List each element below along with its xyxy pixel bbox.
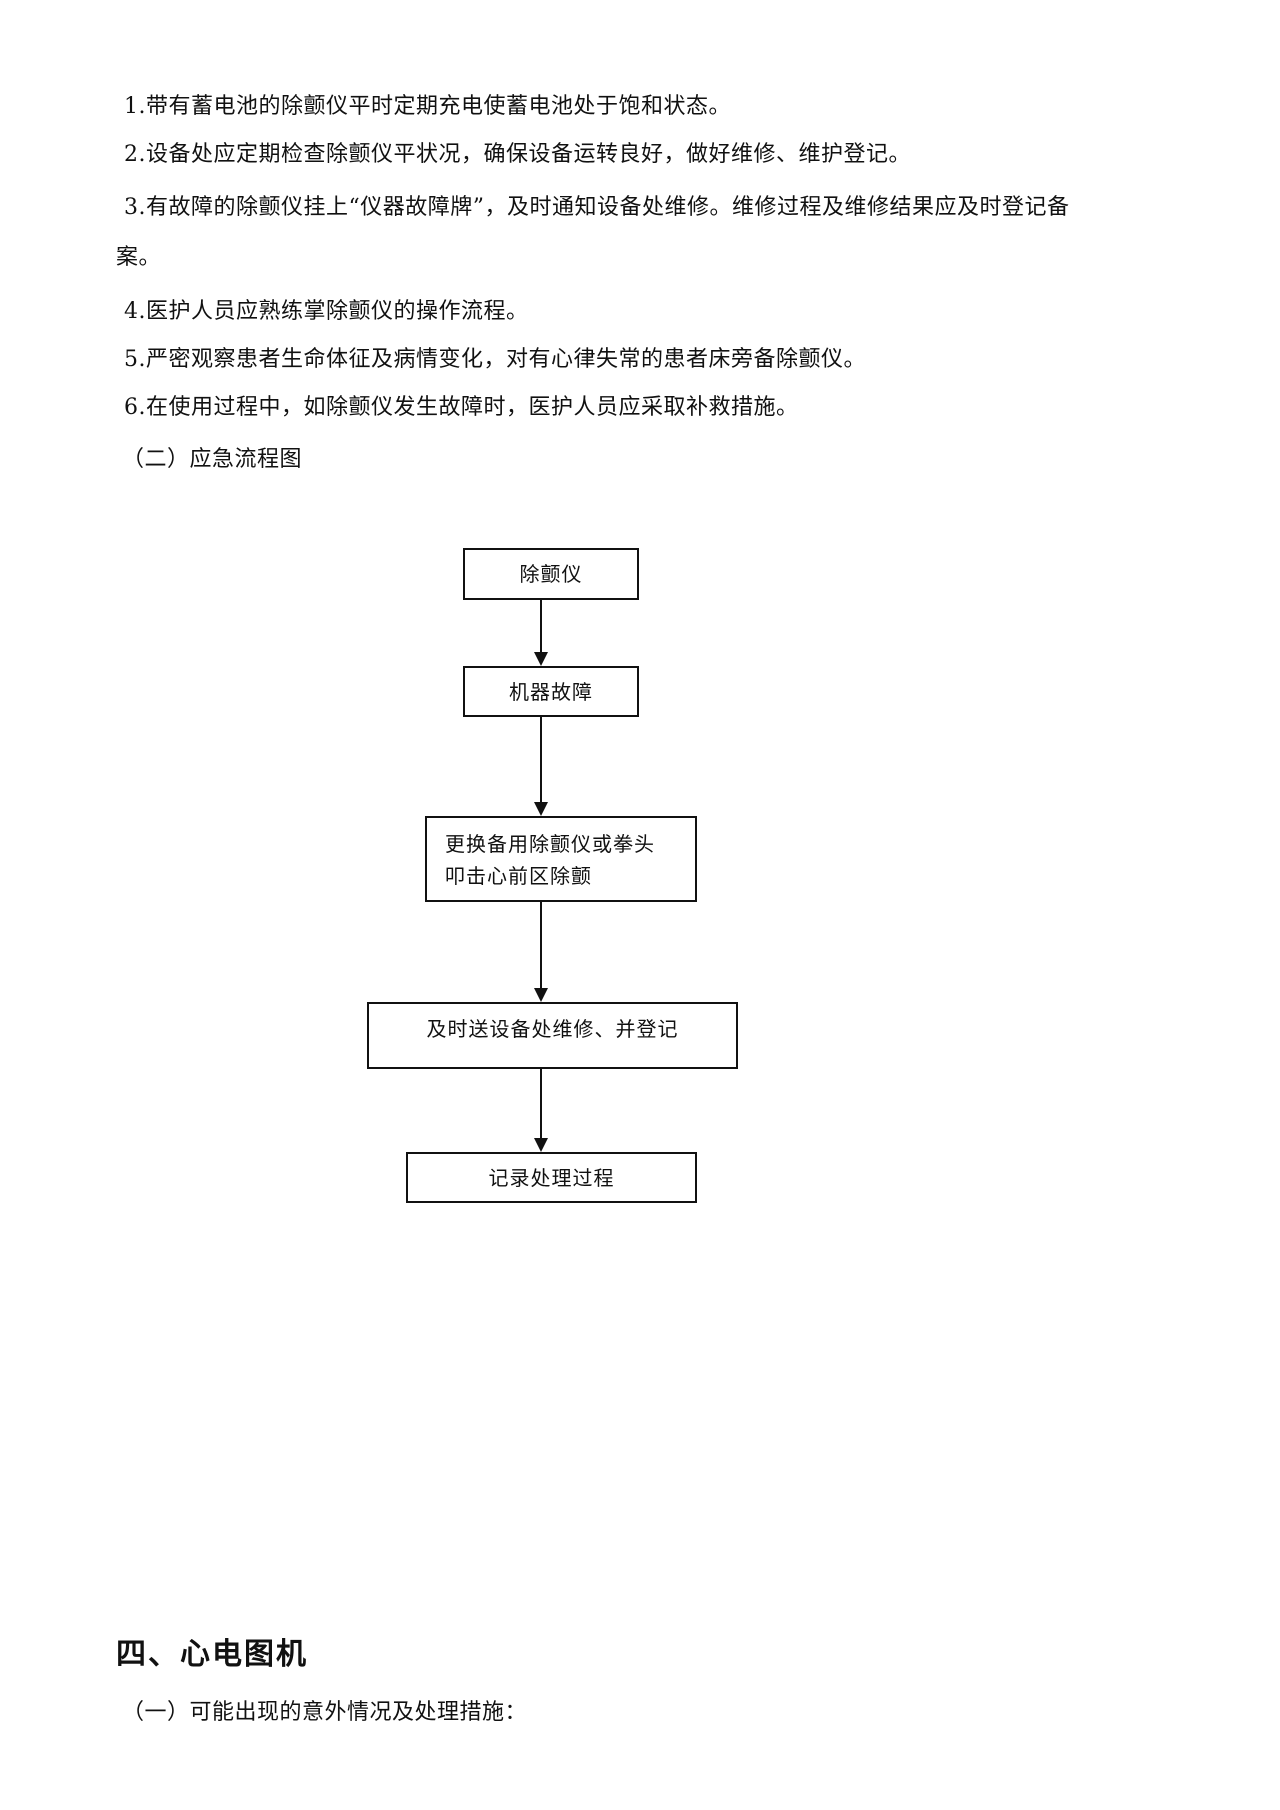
arrow-down-icon	[534, 988, 548, 1002]
flowchart-step-label: 除颤仪	[519, 562, 583, 586]
flowchart-connector	[540, 717, 542, 803]
flowchart-connector	[540, 600, 542, 654]
flowchart-step-send-for-repair: 及时送设备处维修、并登记	[367, 1002, 738, 1069]
flowchart-step-defibrillator: 除颤仪	[463, 548, 639, 600]
subsection-title-flowchart: （二）应急流程图	[122, 447, 303, 472]
section-heading: 四、心电图机	[116, 1637, 308, 1672]
flowchart-step-label: 及时送设备处维修、并登记	[426, 1017, 679, 1041]
flowchart-step-label: 记录处理过程	[488, 1165, 615, 1190]
flowchart-connector	[540, 1069, 542, 1139]
paragraph-item-3-continuation: 案。	[116, 245, 162, 270]
paragraph-item-1: 1.带有蓄电池的除颤仪平时定期充电使蓄电池处于饱和状态。	[124, 94, 731, 119]
flowchart-connector	[540, 902, 542, 990]
flowchart-step-machine-fault: 机器故障	[463, 666, 639, 717]
paragraph-item-2: 2.设备处应定期检查除颤仪平状况，确保设备运转良好，做好维修、维护登记。	[124, 142, 911, 167]
paragraph-item-5: 5.严密观察患者生命体征及病情变化，对有心律失常的患者床旁备除颤仪。	[124, 347, 866, 372]
flowchart-step-label-line-2: 叩击心前区除颤	[445, 864, 592, 888]
flowchart-step-record-process: 记录处理过程	[406, 1152, 697, 1203]
flowchart-step-label-line-1: 更换备用除颤仪或拳头	[445, 832, 655, 856]
arrow-down-icon	[534, 652, 548, 666]
paragraph-item-6: 6.在使用过程中，如除颤仪发生故障时，医护人员应采取补救措施。	[124, 395, 799, 420]
paragraph-item-4: 4.医护人员应熟练掌除颤仪的操作流程。	[124, 299, 529, 324]
paragraph-item-3: 3.有故障的除颤仪挂上“仪器故障牌”，及时通知设备处维修。维修过程及维修结果应及…	[124, 195, 1070, 220]
arrow-down-icon	[534, 802, 548, 816]
arrow-down-icon	[534, 1138, 548, 1152]
flowchart-step-label: 机器故障	[509, 679, 593, 704]
subsection-title-measures: （一）可能出现的意外情况及处理措施：	[122, 1700, 528, 1725]
flowchart-step-replace-or-precordial-thump: 更换备用除颤仪或拳头 叩击心前区除颤	[425, 816, 697, 902]
